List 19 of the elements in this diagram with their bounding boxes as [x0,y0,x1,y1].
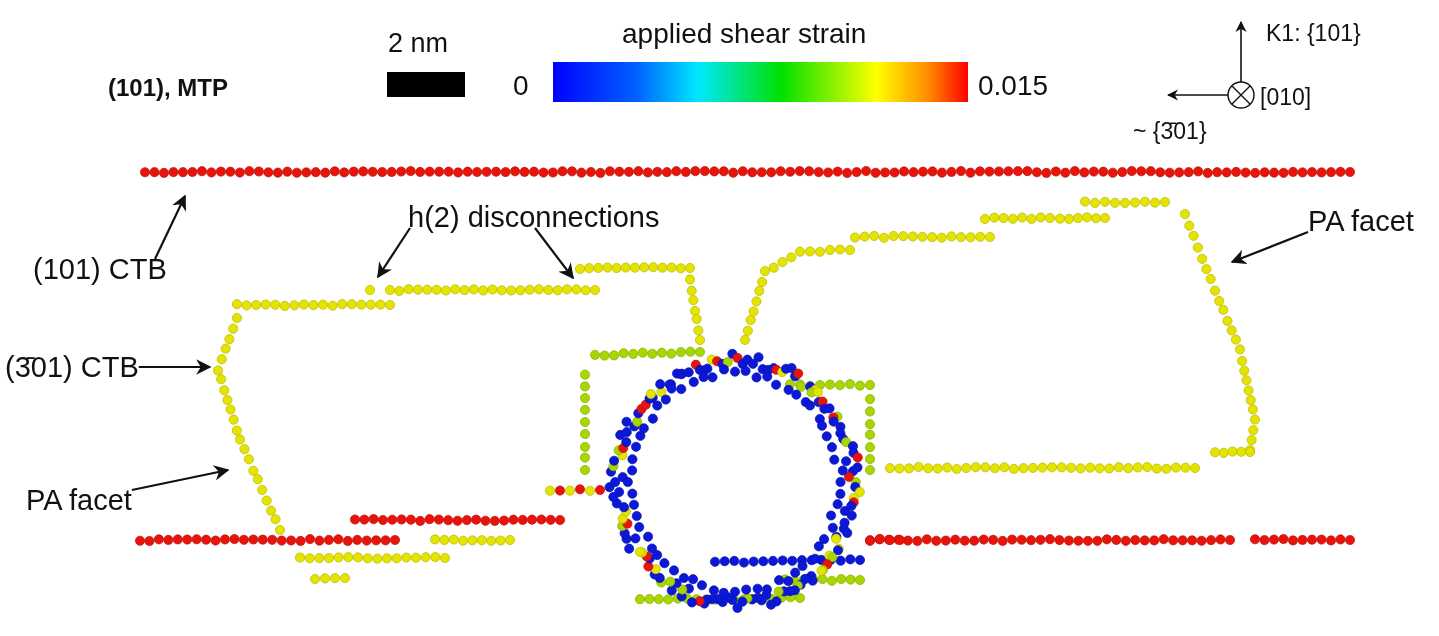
leader-arrow [1230,230,1309,265]
leader-arrow [154,194,186,260]
annotation-label: PA facet [1308,207,1414,236]
figure-title: (101), MTP [108,76,229,100]
annotation-label: (101) CTB [33,255,167,284]
axis-label: ~ {3̄01} [1133,120,1207,143]
scale-label: 2 nm [388,30,449,57]
leader-arrow [377,227,411,279]
leader-arrow [131,465,230,492]
axis-label: K1: {101} [1266,22,1361,45]
leader-arrow [534,227,574,280]
annotation-label: h(2) disconnections [408,203,660,232]
annotation-label: PA facet [26,486,132,515]
colorbar-max-label: 0.015 [978,72,1049,100]
colorbar-min-label: 0 [513,72,529,100]
annotation-label: (3̄01) CTB [5,353,139,382]
colorbar-title: applied shear strain [622,20,867,48]
axis-label: [010] [1260,86,1312,109]
leader-arrow [138,359,212,375]
